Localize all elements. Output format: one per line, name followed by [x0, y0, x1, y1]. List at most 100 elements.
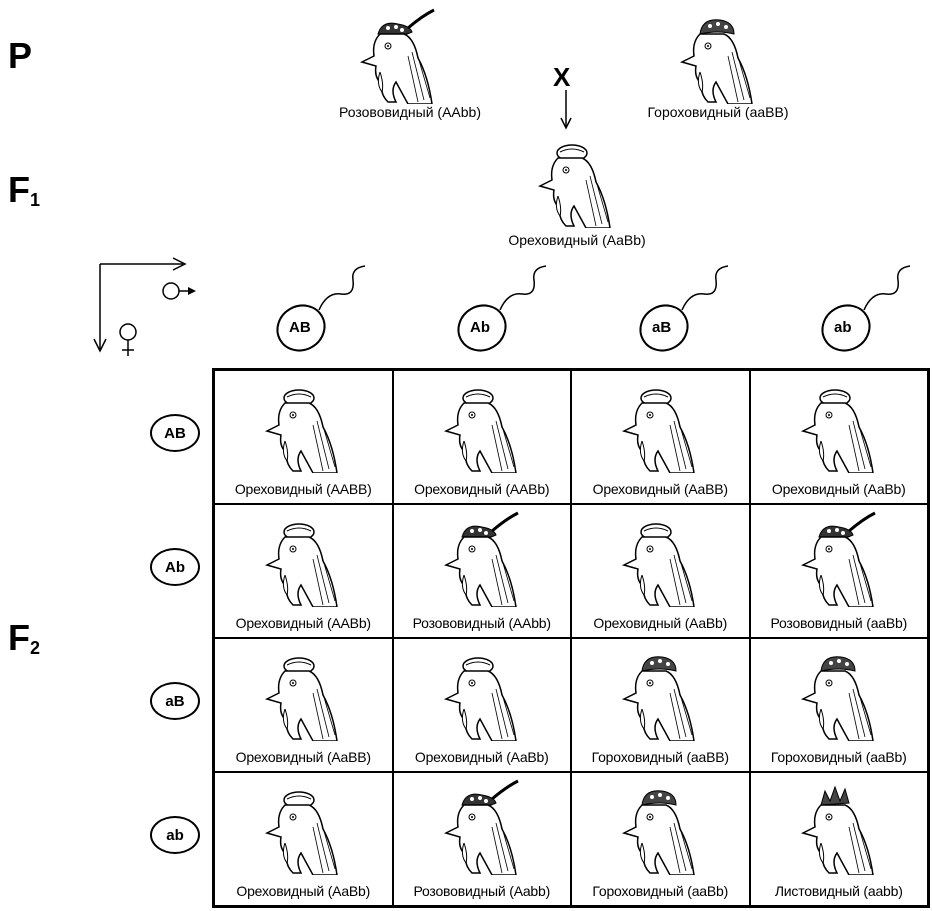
offspring-rooster-rose-comb	[793, 511, 885, 612]
rooster-head-icon	[622, 389, 696, 474]
male-gamete-label: ab	[834, 319, 852, 336]
punnett-cell: Розововидный (AAbb)	[392, 504, 571, 638]
female-gamete-ab-upper: AB	[150, 414, 200, 452]
offspring-rooster-walnut-comb	[257, 779, 349, 880]
female-gamete-ab-lower-upper: aB	[150, 682, 200, 720]
offspring-rooster-walnut-comb	[614, 377, 706, 478]
generation-label-f2: F2	[8, 617, 41, 658]
rooster-head-icon	[622, 656, 696, 742]
punnett-cell: Ореховидный (AaBB)	[214, 638, 393, 772]
punnett-cell: Ореховидный (AaBB)	[571, 370, 750, 504]
male-symbol-icon	[162, 282, 196, 300]
generation-label-p: P	[8, 35, 33, 76]
rooster-head-icon	[443, 511, 519, 608]
offspring-label: Розововидный (Aabb)	[413, 883, 551, 899]
male-gamete-label: Ab	[470, 319, 490, 336]
rooster-head-icon	[800, 389, 874, 474]
female-symbol-icon	[119, 323, 137, 356]
rooster-head-icon	[359, 8, 435, 105]
rooster-head-icon	[679, 19, 753, 105]
down-arrow-icon	[560, 90, 572, 130]
punnett-axes-legend	[93, 257, 187, 353]
rooster-head-icon	[265, 791, 339, 876]
f2-subscript: 2	[30, 638, 41, 658]
f1-rooster-walnut-comb	[530, 132, 622, 233]
offspring-rooster-single-comb	[793, 779, 885, 880]
punnett-cell: Ореховидный (AABb)	[392, 370, 571, 504]
rooster-head-icon	[622, 790, 696, 876]
f1-subscript: 1	[30, 190, 41, 210]
offspring-label: Ореховидный (AaBB)	[592, 481, 728, 497]
sperm-icon	[639, 265, 729, 352]
punnett-cell: Розововидный (Aabb)	[392, 772, 571, 906]
punnett-cell: Ореховидный (AABB)	[214, 370, 393, 504]
parent-caption-rose: Розововидный (AAbb)	[339, 104, 481, 120]
punnett-cell: Листовидный (aabb)	[749, 772, 928, 906]
offspring-rooster-rose-comb	[436, 779, 528, 880]
female-gamete-ab-lower: ab	[150, 816, 200, 854]
sperm-icon	[457, 265, 547, 352]
male-gamete-label: AB	[289, 319, 311, 336]
rooster-head-icon	[443, 657, 517, 742]
offspring-label: Листовидный (aabb)	[774, 883, 903, 899]
rooster-head-icon	[265, 657, 339, 742]
offspring-label: Гороховидный (aaBb)	[592, 883, 729, 899]
offspring-rooster-walnut-comb	[614, 511, 706, 612]
female-gamete-ab-mixed: Ab	[150, 548, 200, 586]
offspring-label: Ореховидный (AABb)	[235, 615, 371, 631]
punnett-cell: Ореховидный (AaBb)	[749, 370, 928, 504]
punnett-cell: Гороховидный (aaBb)	[571, 772, 750, 906]
offspring-label: Ореховидный (AABB)	[234, 481, 372, 497]
punnett-square: Ореховидный (AABB) Ореховидный (AABb) Орех…	[212, 368, 930, 908]
male-gamete-sperm: Ab	[442, 262, 552, 363]
offspring-label: Ореховидный (AABb)	[414, 481, 550, 497]
rooster-head-icon	[265, 389, 339, 474]
punnett-cell: Ореховидный (AaBb)	[392, 638, 571, 772]
offspring-rooster-walnut-comb	[436, 377, 528, 478]
offspring-label: Гороховидный (aaBB)	[591, 749, 729, 765]
parent-rooster-rose-comb	[352, 8, 444, 109]
rooster-head-icon	[800, 656, 874, 742]
cross-symbol: X	[553, 62, 571, 92]
parent-rooster-pea-comb	[672, 8, 764, 109]
punnett-cell: Ореховидный (AABb)	[214, 504, 393, 638]
generation-label-f1: F1	[8, 169, 41, 210]
male-gamete-sperm: aB	[624, 262, 734, 363]
punnett-cell: Ореховидный (AaBb)	[571, 504, 750, 638]
offspring-rooster-rose-comb	[436, 511, 528, 612]
male-gamete-sperm: AB	[261, 262, 371, 363]
offspring-rooster-pea-comb	[614, 645, 706, 746]
rooster-head-icon	[443, 779, 519, 876]
f1-caption: Ореховидный (AaBb)	[508, 232, 646, 248]
punnett-cell: Гороховидный (aaBb)	[749, 638, 928, 772]
offspring-rooster-pea-comb	[793, 645, 885, 746]
punnett-cell: Гороховидный (aaBB)	[571, 638, 750, 772]
sperm-icon	[276, 265, 366, 352]
rooster-head-icon	[537, 144, 611, 229]
offspring-rooster-walnut-comb	[793, 377, 885, 478]
offspring-rooster-walnut-comb	[257, 511, 349, 612]
offspring-label: Розововидный (AAbb)	[412, 615, 551, 631]
rooster-head-icon	[265, 523, 339, 608]
f2-letter: F	[8, 617, 30, 658]
offspring-label: Ореховидный (AaBb)	[771, 481, 906, 497]
male-gamete-label: aB	[652, 319, 672, 336]
offspring-rooster-walnut-comb	[436, 645, 528, 746]
parent-caption-pea: Гороховидный (aaBB)	[647, 104, 789, 120]
offspring-label: Ореховидный (AaBb)	[414, 749, 549, 765]
offspring-label: Розововидный (aaBb)	[770, 615, 908, 631]
sperm-icon	[821, 265, 911, 352]
offspring-label: Гороховидный (aaBb)	[770, 749, 907, 765]
male-gamete-sperm: ab	[806, 262, 916, 363]
punnett-cell: Ореховидный (AaBb)	[214, 772, 393, 906]
f1-letter: F	[8, 169, 30, 210]
offspring-rooster-walnut-comb	[257, 377, 349, 478]
offspring-rooster-pea-comb	[614, 779, 706, 880]
punnett-cell: Розововидный (aaBb)	[749, 504, 928, 638]
rooster-head-icon	[800, 511, 876, 608]
offspring-rooster-walnut-comb	[257, 645, 349, 746]
offspring-label: Ореховидный (AaBB)	[235, 749, 371, 765]
offspring-label: Ореховидный (AaBb)	[236, 883, 371, 899]
rooster-head-icon	[622, 523, 696, 608]
rooster-head-icon	[443, 389, 517, 474]
